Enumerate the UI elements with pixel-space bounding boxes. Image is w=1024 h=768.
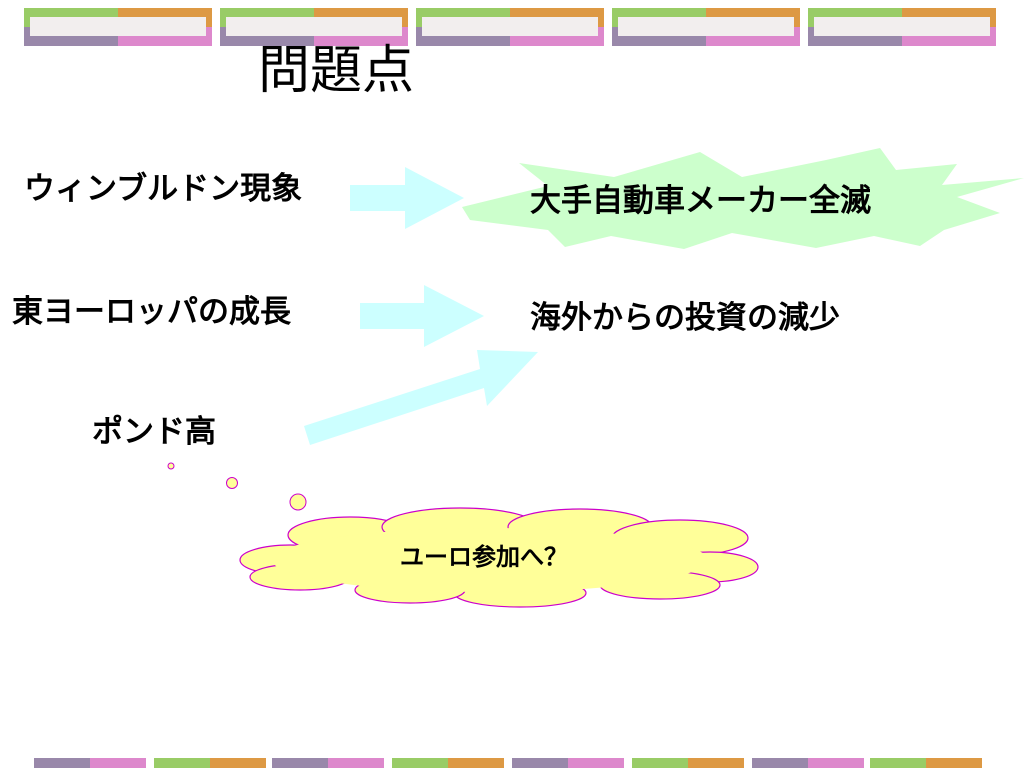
band-segment (632, 758, 744, 768)
thought-bubble-text: ユーロ参加へ？ (400, 543, 568, 571)
arrow-right-1 (350, 167, 464, 229)
band-segment (220, 8, 408, 46)
effect-automakers-wiped-out: 大手自動車メーカー全滅 (530, 183, 871, 219)
thought-dot-small (167, 462, 175, 470)
band-segment (416, 8, 604, 46)
cause-eastern-europe-growth: 東ヨーロッパの成長 (12, 294, 291, 330)
arrow-diagonal-3 (304, 350, 538, 445)
band-segment (34, 758, 146, 768)
top-decorative-band (24, 8, 996, 46)
band-segment (392, 758, 504, 768)
band-segment (752, 758, 864, 768)
slide-title: 問題点 (258, 41, 415, 101)
band-segment (870, 758, 982, 768)
thought-dot-medium (226, 477, 238, 489)
cause-wimbledon-effect: ウィンブルドン現象 (24, 171, 303, 207)
arrow-right-2 (360, 285, 484, 347)
band-segment (24, 8, 212, 46)
thought-dot-large (289, 493, 307, 511)
cause-strong-pound: ポンド高 (92, 414, 216, 450)
band-segment (808, 8, 996, 46)
bottom-decorative-band (34, 758, 982, 768)
band-segment (154, 758, 266, 768)
band-segment (512, 758, 624, 768)
thought-cloud (239, 507, 759, 608)
band-segment (272, 758, 384, 768)
starburst-shape (462, 148, 1024, 249)
band-segment (612, 8, 800, 46)
effect-foreign-investment-decline: 海外からの投資の減少 (530, 300, 840, 336)
